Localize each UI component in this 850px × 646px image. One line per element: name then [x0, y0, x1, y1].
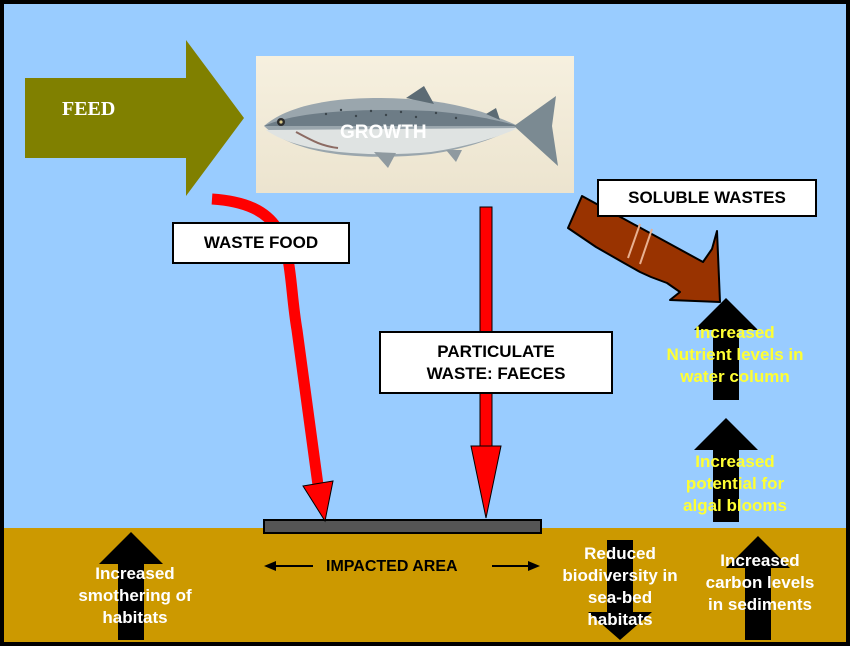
- biodiversity-line4: habitats: [587, 610, 653, 629]
- soluble-wastes-box: SOLUBLE WASTES: [597, 179, 817, 217]
- biodiversity-line2: biodiversity in: [562, 566, 678, 585]
- smothering-line3: habitats: [102, 608, 168, 627]
- smothering-text: Increased smothering of habitats: [50, 563, 220, 629]
- feed-arrow: [25, 40, 244, 196]
- up-arrow-nutrient: [694, 298, 758, 400]
- algal-line2: potential for: [685, 474, 785, 493]
- impact-left-head: [264, 561, 276, 571]
- algal-blooms-text: Increased potential for algal blooms: [640, 451, 830, 517]
- smothering-line1: Increased: [95, 564, 175, 583]
- impact-right-head: [528, 561, 540, 571]
- soluble-wastes-arrow: [567, 195, 721, 303]
- smothering-line2: smothering of: [78, 586, 192, 605]
- salmon-illustration: [264, 86, 558, 168]
- particulate-label-line1: PARTICULATE: [437, 341, 555, 361]
- algal-line3: algal blooms: [683, 496, 787, 515]
- biodiversity-line3: sea-bed: [587, 588, 653, 607]
- nutrient-line2: Nutrient levels in: [666, 345, 804, 364]
- nutrient-line3: water column: [680, 367, 790, 386]
- up-arrow-algal: [694, 418, 758, 522]
- particulate-arrowhead: [470, 445, 502, 519]
- algal-line1: Increased: [695, 452, 775, 471]
- particulate-waste-box: PARTICULATE WASTE: FAECES: [379, 331, 613, 394]
- nutrient-levels-text: Increased Nutrient levels in water colum…: [640, 322, 830, 388]
- carbon-levels-text: Increased carbon levels in sediments: [680, 550, 840, 616]
- feed-label: FEED: [62, 98, 116, 120]
- down-arrow-biodiversity: [588, 540, 652, 640]
- fish-image: [256, 56, 574, 193]
- carbon-line2: carbon levels: [705, 573, 815, 592]
- particulate-label-line2: WASTE: FAECES: [426, 363, 566, 383]
- carbon-line1: Increased: [720, 551, 800, 570]
- waste-food-arrowhead: [302, 480, 334, 523]
- nutrient-line1: Increased: [695, 323, 775, 342]
- impacted-area-bar: [263, 519, 542, 534]
- waste-food-label: WASTE FOOD: [203, 233, 319, 252]
- soluble-wastes-label: SOLUBLE WASTES: [628, 188, 786, 207]
- biodiversity-line1: Reduced: [584, 544, 656, 563]
- growth-label: GROWTH: [340, 122, 427, 143]
- biodiversity-text: Reduced biodiversity in sea-bed habitats: [540, 543, 700, 631]
- up-arrow-carbon: [726, 536, 790, 640]
- waste-food-box: WASTE FOOD: [172, 222, 350, 264]
- up-arrow-smothering: [99, 532, 163, 640]
- particulate-arrow-shaft: [479, 206, 493, 448]
- carbon-line3: in sediments: [708, 595, 812, 614]
- impacted-area-label: IMPACTED AREA: [326, 558, 458, 575]
